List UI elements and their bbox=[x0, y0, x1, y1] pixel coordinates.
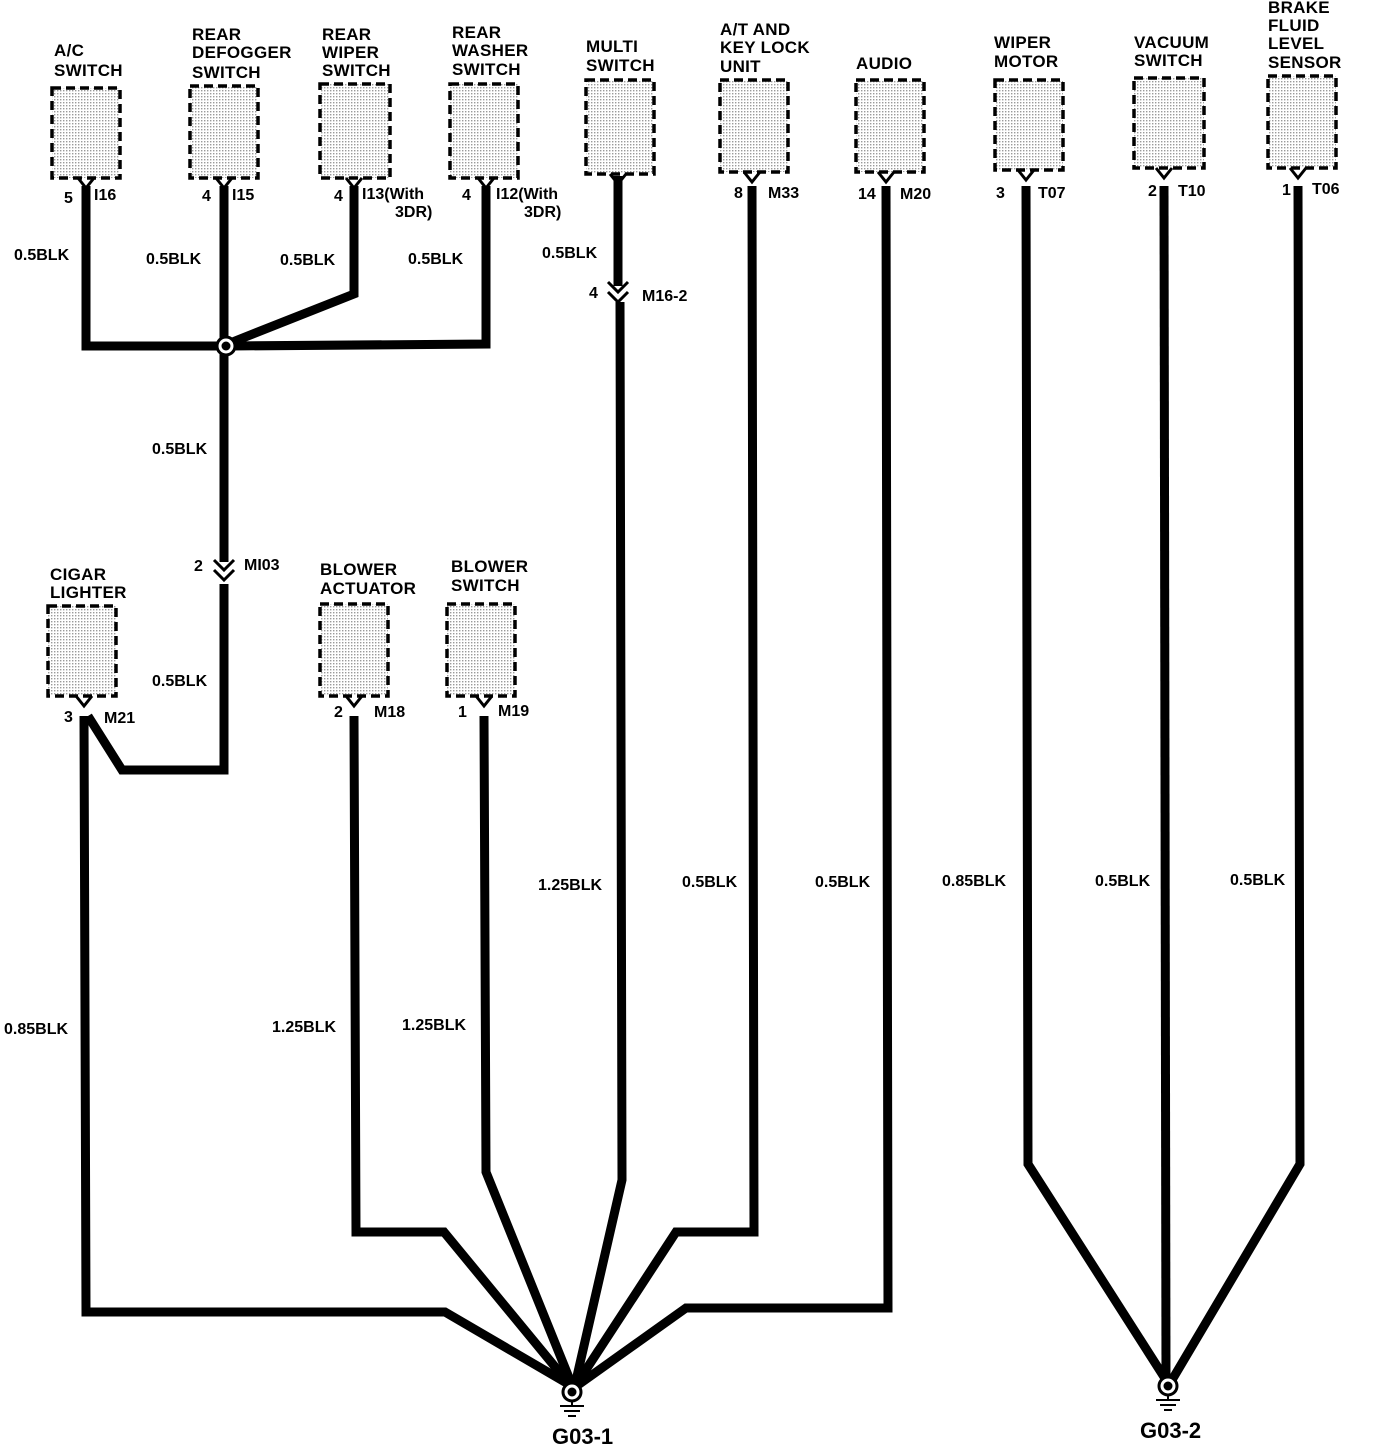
wire-label-audio: 0.5BLK bbox=[815, 874, 871, 891]
brake-fluid-pin: 1 bbox=[1282, 182, 1291, 199]
wiper-motor-name: WIPER MOTOR bbox=[994, 33, 1058, 71]
wire-label-wiper-motor: 0.85BLK bbox=[942, 873, 1006, 890]
wire-audio bbox=[575, 185, 893, 1389]
wire-label-blower-sw: 1.25BLK bbox=[402, 1017, 466, 1034]
inline-pin-mi03: 2 bbox=[194, 558, 203, 575]
wire-labels: 0.5BLK 0.5BLK 0.5BLK 0.5BLK 0.5BLK 0.5BL… bbox=[4, 245, 1286, 1038]
ground-label-g03-1: G03-1 bbox=[552, 1424, 613, 1446]
ground-g03-1: G03-1 bbox=[552, 1381, 613, 1446]
cigar-lighter-pin: 3 bbox=[64, 709, 73, 726]
wire-label-splice-down: 0.5BLK bbox=[152, 441, 208, 458]
wire-rear-washer bbox=[229, 186, 491, 351]
ac-switch-name: A/C SWITCH bbox=[54, 41, 123, 80]
inline-pin-m16-2: 4 bbox=[589, 285, 598, 302]
inline-id-m16-2: M16-2 bbox=[642, 288, 687, 305]
rear-defogger-name: REAR DEFOGGER SWITCH bbox=[192, 25, 297, 82]
audio-pin: 14 bbox=[858, 186, 876, 203]
box-cigar-lighter bbox=[46, 604, 118, 698]
wire-label-blower-act: 1.25BLK bbox=[272, 1019, 336, 1036]
box-multi-switch bbox=[584, 78, 656, 176]
ac-switch-connector: I16 bbox=[94, 187, 116, 204]
box-audio bbox=[854, 78, 926, 174]
wire-label-multi-upper: 0.5BLK bbox=[542, 245, 598, 262]
rear-wiper-note: 3DR) bbox=[395, 204, 432, 221]
box-rear-washer bbox=[448, 82, 520, 180]
wire-label-cigar: 0.85BLK bbox=[4, 1021, 68, 1038]
vacuum-switch-pin: 2 bbox=[1148, 183, 1157, 200]
wires bbox=[79, 176, 1305, 1389]
rear-defogger-pin: 4 bbox=[202, 188, 211, 205]
blower-actuator-connector: M18 bbox=[374, 704, 405, 721]
ac-switch-pin: 5 bbox=[64, 190, 73, 207]
rear-defogger-connector: I15 bbox=[232, 187, 254, 204]
rear-washer-name: REAR WASHER SWITCH bbox=[452, 23, 533, 79]
at-key-lock-pin: 8 bbox=[734, 185, 743, 202]
blower-actuator-name: BLOWER ACTUATOR bbox=[320, 560, 416, 598]
blower-switch-pin: 1 bbox=[458, 704, 467, 721]
blower-switch-name: BLOWER SWITCH bbox=[451, 557, 533, 595]
inline-id-mi03: MI03 bbox=[244, 557, 280, 574]
wire-label-brake: 0.5BLK bbox=[1230, 872, 1286, 889]
wire-label-ac: 0.5BLK bbox=[14, 247, 70, 264]
rear-wiper-connector: I13(With bbox=[362, 186, 424, 203]
box-blower-switch bbox=[445, 602, 517, 698]
pin-labels: 5 I16 4 I15 4 I13(With 3DR) 4 I12(With 3… bbox=[64, 181, 1340, 727]
multi-switch-name: MULTI SWITCH bbox=[586, 37, 655, 75]
cigar-lighter-connector: M21 bbox=[104, 710, 135, 727]
audio-name: AUDIO bbox=[856, 54, 912, 73]
wire-vacuum-switch bbox=[1159, 185, 1171, 1381]
component-names: A/C SWITCH REAR DEFOGGER SWITCH REAR WIP… bbox=[50, 0, 1342, 602]
vacuum-switch-name: VACUUM SWITCH bbox=[1134, 33, 1214, 70]
inline-connector-m16-2: 4 M16-2 bbox=[589, 280, 687, 305]
wire-mi03-to-cigar bbox=[84, 584, 229, 775]
box-blower-actuator bbox=[318, 602, 390, 698]
wire-brake-fluid bbox=[1168, 185, 1305, 1383]
rear-washer-pin: 4 bbox=[462, 187, 471, 204]
wire-label-multi-lower: 1.25BLK bbox=[538, 877, 602, 894]
rear-washer-note: 3DR) bbox=[524, 204, 561, 221]
wiper-motor-pin: 3 bbox=[996, 185, 1005, 202]
wire-blower-actuator bbox=[349, 715, 574, 1388]
vacuum-switch-connector: T10 bbox=[1178, 183, 1206, 200]
brake-fluid-name: BRAKE FLUID LEVEL SENSOR bbox=[1268, 0, 1342, 72]
splice-point bbox=[215, 335, 237, 357]
wire-blower-switch bbox=[479, 715, 577, 1387]
component-boxes bbox=[46, 74, 1338, 698]
inline-connector-mi03: 2 MI03 bbox=[194, 557, 280, 583]
wire-label-rear-wiper: 0.5BLK bbox=[280, 252, 336, 269]
wire-cigar-lighter bbox=[79, 715, 573, 1389]
wiper-motor-connector: T07 bbox=[1038, 185, 1066, 202]
blower-switch-connector: M19 bbox=[498, 703, 529, 720]
at-key-lock-connector: M33 bbox=[768, 185, 799, 202]
wire-label-rear-washer: 0.5BLK bbox=[408, 251, 464, 268]
wire-at-key-lock bbox=[572, 185, 759, 1388]
rear-washer-connector: I12(With bbox=[496, 186, 558, 203]
box-wiper-motor bbox=[993, 78, 1065, 172]
cigar-lighter-name: CIGAR LIGHTER bbox=[50, 565, 127, 602]
wire-wiper-motor bbox=[1021, 185, 1170, 1383]
box-brake-fluid bbox=[1266, 74, 1338, 170]
box-at-key-lock bbox=[718, 78, 790, 174]
audio-connector: M20 bbox=[900, 186, 931, 203]
at-key-lock-name: A/T AND KEY LOCK UNIT bbox=[720, 20, 815, 76]
brake-fluid-connector: T06 bbox=[1312, 181, 1340, 198]
wire-label-at-key: 0.5BLK bbox=[682, 874, 738, 891]
terminal-marks bbox=[74, 167, 1308, 709]
ground-label-g03-2: G03-2 bbox=[1140, 1418, 1201, 1443]
wire-label-defogger: 0.5BLK bbox=[146, 251, 202, 268]
rear-wiper-pin: 4 bbox=[334, 188, 343, 205]
rear-wiper-name: REAR WIPER SWITCH bbox=[322, 25, 391, 80]
wire-label-vacuum: 0.5BLK bbox=[1095, 873, 1151, 890]
wire-ac-switch bbox=[81, 186, 226, 351]
box-rear-wiper bbox=[318, 82, 392, 180]
blower-actuator-pin: 2 bbox=[334, 704, 343, 721]
box-vacuum-switch bbox=[1132, 76, 1206, 170]
box-ac-switch bbox=[50, 86, 122, 180]
ground-g03-2: G03-2 bbox=[1140, 1375, 1201, 1443]
box-rear-defogger bbox=[188, 84, 260, 180]
wire-rear-wiper bbox=[228, 186, 359, 348]
wire-multi-switch-lower bbox=[570, 301, 627, 1387]
wire-label-mi03-down: 0.5BLK bbox=[152, 673, 208, 690]
